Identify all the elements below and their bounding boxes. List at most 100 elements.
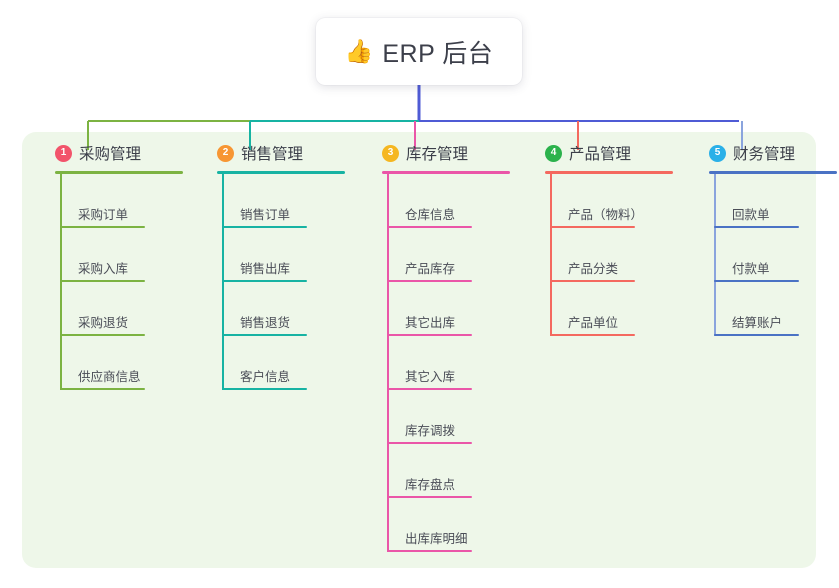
- items-spine-5: [714, 174, 716, 336]
- leaf-item[interactable]: 采购退货: [38, 282, 198, 336]
- diagram-panel: [22, 132, 816, 568]
- category-badge-3: 3: [382, 144, 399, 162]
- leaf-item-label: 付款单: [732, 262, 770, 276]
- leaf-item-underline: [222, 388, 307, 390]
- leaf-item-label: 客户信息: [240, 370, 291, 384]
- root-node[interactable]: 👍 ERP 后台: [316, 18, 522, 85]
- leaf-item-label: 采购入库: [78, 262, 129, 276]
- items-spine-4: [550, 174, 552, 336]
- items-spine-2: [222, 174, 224, 390]
- leaf-item[interactable]: 产品库存: [365, 228, 525, 282]
- thumbs-up-icon: 👍: [344, 38, 374, 64]
- leaf-item-underline: [550, 280, 635, 282]
- leaf-item-underline: [550, 334, 635, 336]
- leaf-item-underline: [60, 388, 145, 390]
- category-header-4[interactable]: 4 产品管理: [528, 140, 688, 166]
- leaf-item[interactable]: 采购入库: [38, 228, 198, 282]
- leaf-item-underline: [387, 334, 472, 336]
- leaf-item[interactable]: 销售出库: [200, 228, 360, 282]
- leaf-item-label: 产品（物料）: [568, 208, 644, 222]
- leaf-item[interactable]: 产品（物料）: [528, 174, 688, 228]
- category-underline-1: [55, 171, 183, 174]
- category-underline-2: [217, 171, 345, 174]
- leaf-item-underline: [714, 334, 799, 336]
- leaf-item[interactable]: 销售退货: [200, 282, 360, 336]
- leaf-item[interactable]: 库存盘点: [365, 444, 525, 498]
- leaf-item-underline: [60, 280, 145, 282]
- leaf-item[interactable]: 付款单: [692, 228, 839, 282]
- leaf-item-underline: [714, 226, 799, 228]
- leaf-item-label: 供应商信息: [78, 370, 141, 384]
- leaf-item-label: 采购退货: [78, 316, 129, 330]
- root-node-content: 👍 ERP 后台: [345, 34, 494, 70]
- leaf-item-underline: [387, 496, 472, 498]
- leaf-item[interactable]: 出库库明细: [365, 498, 525, 552]
- category-column-1: 1 采购管理采购订单采购入库采购退货供应商信息: [38, 140, 198, 390]
- category-badge-4: 4: [545, 144, 562, 162]
- leaf-item-underline: [387, 280, 472, 282]
- category-header-5[interactable]: 5 财务管理: [692, 140, 839, 166]
- category-header-1[interactable]: 1 采购管理: [38, 140, 198, 166]
- category-column-5: 5 财务管理回款单付款单结算账户: [692, 140, 839, 336]
- leaf-item[interactable]: 销售订单: [200, 174, 360, 228]
- items-spine-1: [60, 174, 62, 390]
- category-items-5: 回款单付款单结算账户: [692, 174, 839, 336]
- category-column-4: 4 产品管理产品（物料） 产品分类产品单位: [528, 140, 688, 336]
- leaf-item-label: 其它出库: [405, 316, 456, 330]
- leaf-item-label: 结算账户: [732, 316, 783, 330]
- leaf-item-label: 库存盘点: [405, 478, 456, 492]
- leaf-item[interactable]: 产品单位: [528, 282, 688, 336]
- leaf-item[interactable]: 其它出库: [365, 282, 525, 336]
- category-title-4: 产品管理: [569, 146, 632, 163]
- items-spine-3: [387, 174, 389, 552]
- category-badge-1: 1: [55, 144, 72, 162]
- leaf-item-label: 出库库明细: [405, 532, 468, 546]
- leaf-item-label: 库存调拨: [405, 424, 456, 438]
- leaf-item-label: 产品单位: [568, 316, 619, 330]
- leaf-item-underline: [550, 226, 635, 228]
- leaf-item[interactable]: 库存调拨: [365, 390, 525, 444]
- leaf-item-underline: [387, 226, 472, 228]
- leaf-item[interactable]: 客户信息: [200, 336, 360, 390]
- category-underline-3: [382, 171, 510, 174]
- leaf-item[interactable]: 采购订单: [38, 174, 198, 228]
- category-underline-5: [709, 171, 837, 174]
- leaf-item[interactable]: 供应商信息: [38, 336, 198, 390]
- leaf-item-label: 回款单: [732, 208, 770, 222]
- leaf-item[interactable]: 产品分类: [528, 228, 688, 282]
- category-items-4: 产品（物料） 产品分类产品单位: [528, 174, 688, 336]
- leaf-item-label: 其它入库: [405, 370, 456, 384]
- leaf-item-underline: [60, 334, 145, 336]
- category-title-5: 财务管理: [733, 146, 796, 163]
- category-title-3: 库存管理: [406, 146, 469, 163]
- leaf-item-underline: [387, 550, 472, 552]
- leaf-item-label: 销售订单: [240, 208, 291, 222]
- category-badge-2: 2: [217, 144, 234, 162]
- category-title-1: 采购管理: [79, 146, 142, 163]
- leaf-item[interactable]: 结算账户: [692, 282, 839, 336]
- leaf-item-underline: [222, 334, 307, 336]
- leaf-item-underline: [60, 226, 145, 228]
- leaf-item-underline: [714, 280, 799, 282]
- leaf-item[interactable]: 回款单: [692, 174, 839, 228]
- leaf-item-underline: [387, 388, 472, 390]
- leaf-item-underline: [222, 226, 307, 228]
- category-items-2: 销售订单销售出库销售退货客户信息: [200, 174, 360, 390]
- category-column-3: 3 库存管理仓库信息产品库存其它出库其它入库库存调拨库存盘点出库库明细: [365, 140, 525, 552]
- leaf-item-label: 产品库存: [405, 262, 456, 276]
- leaf-item-label: 仓库信息: [405, 208, 456, 222]
- leaf-item[interactable]: 仓库信息: [365, 174, 525, 228]
- category-header-3[interactable]: 3 库存管理: [365, 140, 525, 166]
- leaf-item-label: 销售退货: [240, 316, 291, 330]
- leaf-item-underline: [222, 280, 307, 282]
- category-badge-5: 5: [709, 144, 726, 162]
- leaf-item-label: 产品分类: [568, 262, 619, 276]
- leaf-item[interactable]: 其它入库: [365, 336, 525, 390]
- category-items-3: 仓库信息产品库存其它出库其它入库库存调拨库存盘点出库库明细: [365, 174, 525, 552]
- leaf-item-underline: [387, 442, 472, 444]
- category-underline-4: [545, 171, 673, 174]
- category-items-1: 采购订单采购入库采购退货供应商信息: [38, 174, 198, 390]
